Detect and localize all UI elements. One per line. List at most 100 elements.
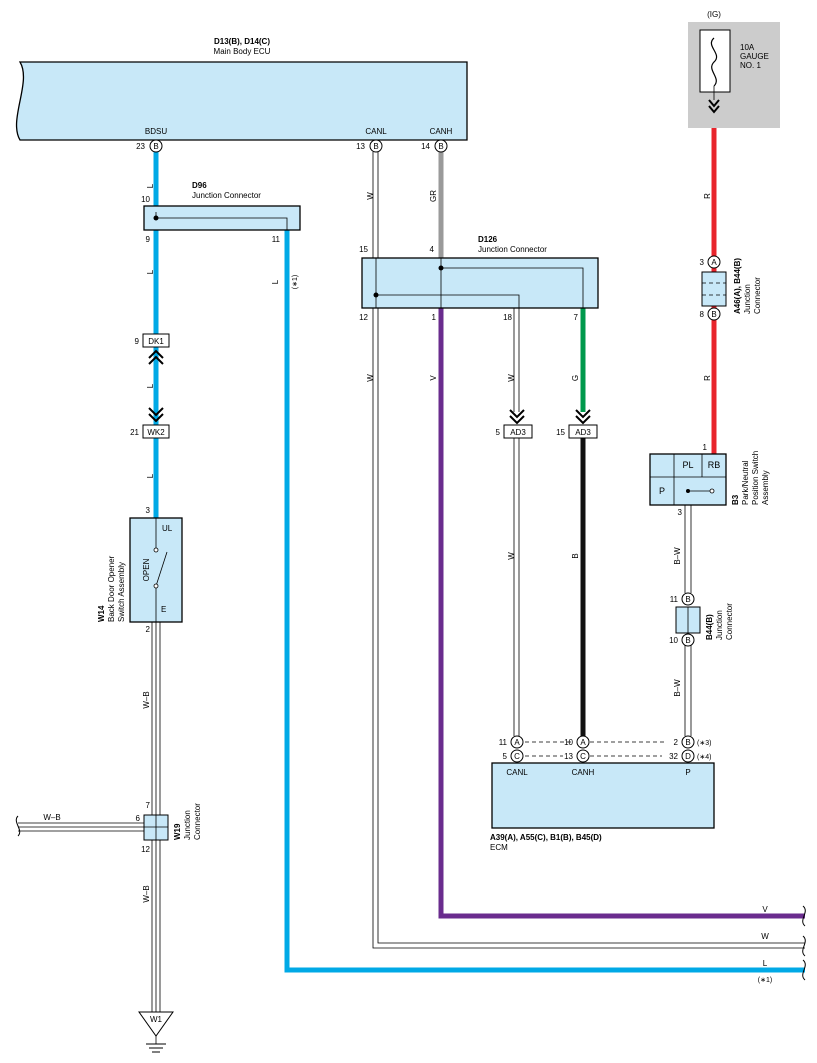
ecm-canl-pin-2	[510, 749, 524, 763]
ecm-canl-number-2: 5	[503, 752, 508, 761]
jc-bot-pin	[707, 307, 721, 321]
ad3-b-box	[568, 424, 598, 439]
ground-id: W1	[150, 1015, 163, 1024]
ecm: A 11 C 5 A 10 C 13 B 2 D 32 (∗3) (∗4) CA…	[490, 735, 715, 852]
wire-label-r-2: R	[703, 375, 712, 381]
d126-pin-g: 7	[574, 313, 579, 322]
b44-name-2: Connector	[725, 603, 734, 640]
w14-switch-lever-icon	[155, 551, 168, 587]
jc-top-pin	[707, 255, 721, 269]
ecm-canh-number-1: 10	[564, 738, 573, 747]
main-body-ecu-box	[15, 61, 468, 141]
ad3-a-pin: 5	[496, 428, 501, 437]
wire-w-canl	[372, 152, 805, 949]
ad3-b-label: AD3	[575, 428, 591, 437]
ecm-canl-number-1: 11	[499, 738, 508, 747]
wire-break-w-icon	[802, 935, 806, 957]
wk2-pin: 21	[130, 428, 139, 437]
w19-pin-out: 12	[141, 845, 150, 854]
wire-break-l-icon	[802, 959, 806, 981]
d96-pin-out2: 11	[272, 235, 281, 244]
wire-l-d96-out	[284, 230, 805, 973]
fuse-name-2: NO. 1	[740, 61, 761, 70]
wire-label-bw-1: B–W	[673, 547, 682, 565]
w14-name-2: Switch Assembly	[117, 562, 126, 622]
b3-id: B3	[731, 494, 740, 505]
ecm-canl-pin-1	[510, 735, 524, 749]
w14-switch-label: OPEN	[142, 558, 151, 581]
w14-name-1: Back Door Opener	[107, 555, 116, 622]
wire-label-w-2: W	[366, 374, 375, 382]
dk1-arrow-icon	[148, 349, 164, 365]
wire-label-wb-2: W–B	[142, 885, 151, 902]
wire-label-gr: GR	[429, 190, 438, 202]
wire-label-bw-2: B–W	[673, 679, 682, 697]
pin-bdsu	[149, 139, 163, 153]
wire-label-wb-1: W–B	[142, 691, 151, 708]
a46-b44-id: A46(A), B44(B)	[733, 258, 742, 314]
w19-id: W19	[173, 823, 182, 840]
d96-junction: D96 Junction Connector 10 9 11	[141, 181, 301, 244]
ground-w1: W1	[138, 1011, 174, 1053]
b44-top-letter: B	[685, 595, 690, 604]
jc-top-number: 3	[700, 258, 705, 267]
note-1-a: (∗1)	[292, 275, 299, 289]
b44-junction: B 11 B 10 B44(B) Junction Connector	[669, 592, 734, 647]
pin-bdsu-letter: B	[153, 142, 158, 151]
fuse-arrow-icon	[708, 99, 720, 114]
d126-id: D126	[478, 235, 498, 244]
wire-label-v-end: V	[762, 905, 768, 914]
b44-bot-number: 10	[669, 636, 678, 645]
w14-id: W14	[97, 605, 106, 622]
d126-pin-v: 1	[432, 313, 437, 322]
main-body-ecu-name: Main Body ECU	[214, 47, 271, 56]
w14-pin-ul: UL	[162, 524, 173, 533]
ecm-id: A39(A), A55(C), B1(B), B45(D)	[490, 833, 602, 842]
wk2-box	[142, 424, 170, 439]
wire-bw	[684, 505, 692, 736]
jc-top-letter: A	[711, 258, 717, 267]
ecm-canh-number-2: 13	[564, 752, 573, 761]
ecm-p-pin-2	[681, 749, 695, 763]
ecm-box	[491, 762, 715, 829]
jc-box	[701, 271, 727, 307]
ecm-p-number-1: 2	[674, 738, 679, 747]
ad3-a-arrow-icon	[509, 409, 525, 425]
wire-label-l-5: L	[146, 473, 155, 478]
d96-pin-out1: 9	[146, 235, 151, 244]
wire-label-w-4: W	[507, 552, 516, 560]
ad3-b-arrow-icon	[575, 409, 591, 425]
a46-b44-name-1: Junction	[743, 284, 752, 314]
jc-bot-number: 8	[700, 310, 705, 319]
note-4: (∗4)	[697, 754, 711, 761]
dk1-box	[142, 333, 170, 348]
ecm-p-letter-2: D	[685, 752, 691, 761]
wire-break-left-icon	[15, 815, 21, 837]
ad3-b-pin: 15	[556, 428, 565, 437]
main-body-ecu: D13(B), D14(C) Main Body ECU BDSU CANL C…	[15, 37, 468, 153]
ecm-pin-canh-label: CANH	[572, 768, 595, 777]
b44-name-1: Junction	[715, 610, 724, 640]
d96-pin-in: 10	[141, 195, 150, 204]
wire-label-l-1: L	[146, 183, 155, 188]
wire-label-l-4: L	[146, 383, 155, 388]
wire-label-r-1: R	[703, 193, 712, 199]
b3-pin-rb: RB	[708, 460, 721, 470]
dk1-label: DK1	[148, 337, 164, 346]
wk2-label: WK2	[147, 428, 165, 437]
b3-name-1: Park/Neutral	[741, 460, 750, 505]
wire-label-l-end: L	[763, 959, 768, 968]
wire-label-b: B	[571, 553, 580, 558]
ecm-canh-pin-2	[576, 749, 590, 763]
d126-junction: D126 Junction Connector 15 4 12 1 18 7	[359, 235, 599, 322]
wire-label-w-end: W	[761, 932, 769, 941]
wire-break-v-icon	[802, 905, 806, 927]
ecm-p-number-2: 32	[669, 752, 678, 761]
wire-label-l-3: L	[271, 279, 280, 284]
ad3-connectors: AD3 5 AD3 15	[496, 409, 598, 439]
ad3-a-label: AD3	[510, 428, 526, 437]
right-wire-ends: V W L (∗1)	[758, 905, 806, 984]
d126-box	[361, 257, 599, 309]
b3-box	[649, 453, 727, 506]
